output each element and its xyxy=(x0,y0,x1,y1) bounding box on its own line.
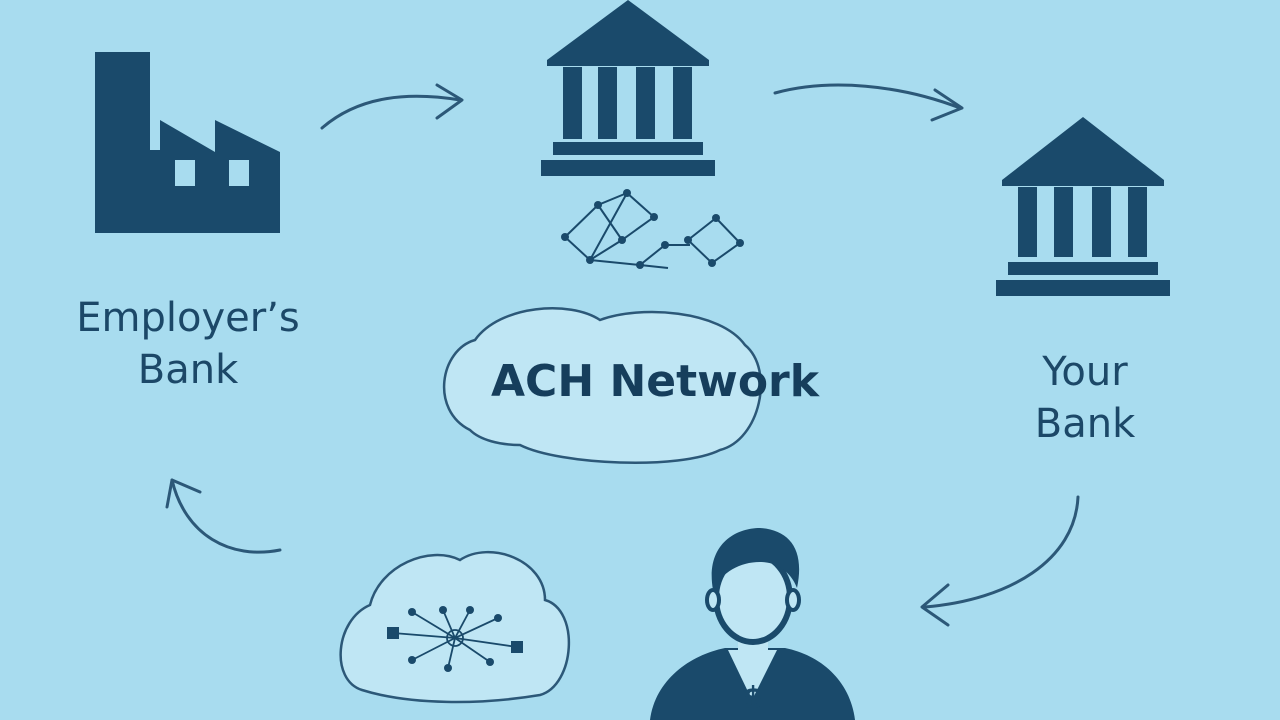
your-bank-label-line1: Your xyxy=(1042,349,1128,395)
your-bank-label-line2: Bank xyxy=(1034,401,1136,447)
bank-building-icon-top xyxy=(541,0,715,176)
ach-network-cloud xyxy=(442,307,763,464)
arrow-customer-to-employer xyxy=(170,478,282,554)
arrow-head-4 xyxy=(165,478,202,509)
ach-network-label: ACH Network xyxy=(490,356,820,407)
arrow-head-1 xyxy=(435,83,464,120)
arrow-ach-to-your-bank xyxy=(773,83,962,110)
network-node-dots xyxy=(561,189,744,269)
person-with-dollar-icon: $ xyxy=(650,528,855,720)
cloud-network-graph xyxy=(392,609,518,669)
arrow-employer-to-ach xyxy=(320,94,462,130)
your-bank-label: Your Bank xyxy=(990,346,1180,450)
svg-text:$: $ xyxy=(743,681,764,716)
bank-building-icon-right xyxy=(996,117,1170,296)
employer-bank-label: Employer’s Bank xyxy=(68,292,308,396)
arrow-head-2 xyxy=(930,88,964,122)
factory-icon xyxy=(95,52,280,233)
cloud-network-nodes xyxy=(387,606,523,672)
arrow-your-bank-to-customer xyxy=(923,495,1080,609)
arrow-head-3 xyxy=(920,583,950,627)
cloud-network-icon xyxy=(339,550,571,704)
employer-label-line2: Bank xyxy=(137,347,239,393)
employer-label-line1: Employer’s xyxy=(76,295,300,341)
flow-arrows xyxy=(165,83,1080,627)
